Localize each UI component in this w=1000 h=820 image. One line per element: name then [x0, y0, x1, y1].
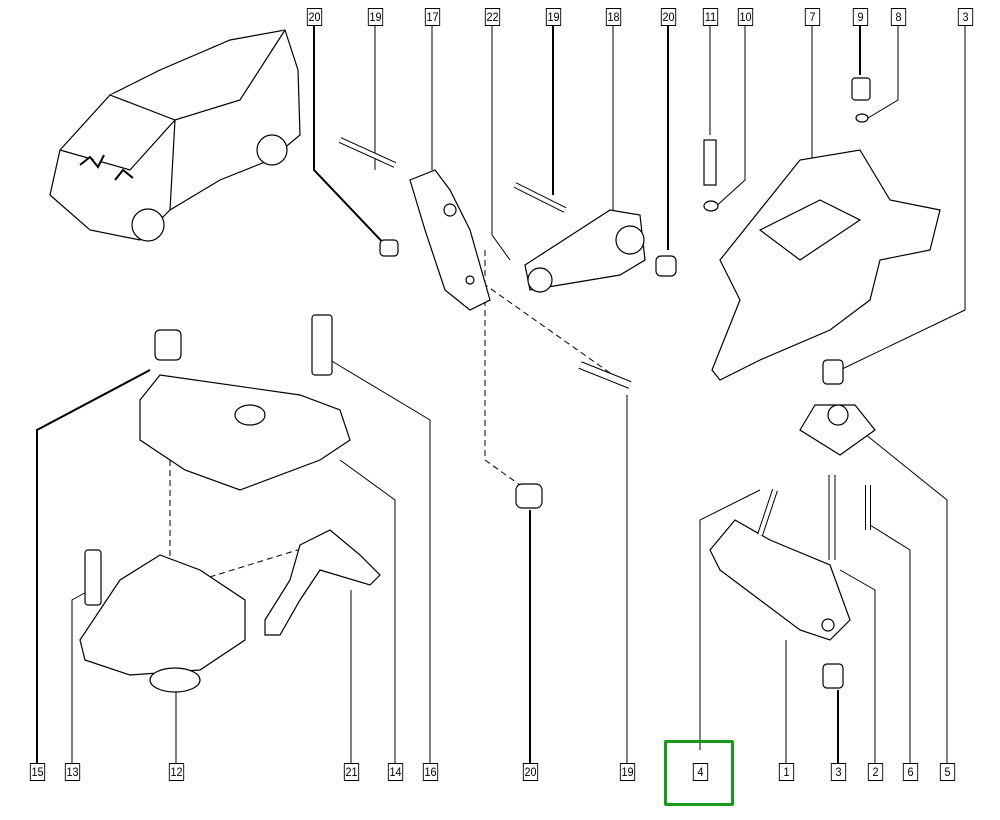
- part-torque-rod-18: [513, 182, 677, 389]
- callout-top_callouts-2[interactable]: 17: [424, 8, 441, 26]
- callout-top_callouts-1[interactable]: 19: [367, 8, 384, 26]
- callout-bottom_callouts-9[interactable]: 1: [778, 763, 795, 781]
- part-upper-mount-14: [139, 314, 351, 491]
- callout-top_callouts-12[interactable]: 3: [957, 8, 974, 26]
- callout-top_callouts-6[interactable]: 20: [660, 8, 677, 26]
- callout-top_callouts-4[interactable]: 19: [545, 8, 562, 26]
- part-lower-mount-12: [79, 549, 246, 693]
- callout-bottom_callouts-6[interactable]: 20: [522, 763, 539, 781]
- callout-top_callouts-0[interactable]: 20: [306, 8, 323, 26]
- part-mount-5: [799, 359, 876, 456]
- callout-top_callouts-5[interactable]: 18: [605, 8, 622, 26]
- callout-bottom_callouts-10[interactable]: 3: [830, 763, 847, 781]
- part-bracket-17: [338, 137, 491, 311]
- callout-bottom_callouts-7[interactable]: 19: [619, 763, 636, 781]
- selected-callout-highlight: [664, 740, 734, 806]
- leader-lines: [36, 26, 966, 763]
- callout-bottom_callouts-12[interactable]: 6: [902, 763, 919, 781]
- part-support-7: [703, 77, 941, 381]
- vehicle-illustration: [49, 29, 301, 242]
- callout-bottom_callouts-2[interactable]: 12: [168, 763, 185, 781]
- callout-bottom_callouts-4[interactable]: 14: [387, 763, 404, 781]
- callout-top_callouts-3[interactable]: 22: [484, 8, 501, 26]
- part-bracket-1: [709, 475, 871, 689]
- callout-top_callouts-7[interactable]: 11: [702, 8, 719, 26]
- callout-top_callouts-11[interactable]: 8: [890, 8, 907, 26]
- callout-bottom_callouts-0[interactable]: 15: [29, 763, 46, 781]
- callout-top_callouts-9[interactable]: 7: [804, 8, 821, 26]
- callout-bottom_callouts-1[interactable]: 13: [64, 763, 81, 781]
- callout-bottom_callouts-11[interactable]: 2: [867, 763, 884, 781]
- callout-bottom_callouts-8[interactable]: 4: [692, 763, 709, 781]
- part-bracket-21: [264, 483, 543, 636]
- callout-top_callouts-8[interactable]: 10: [737, 8, 754, 26]
- callout-bottom_callouts-13[interactable]: 5: [939, 763, 956, 781]
- callout-bottom_callouts-5[interactable]: 16: [422, 763, 439, 781]
- callout-top_callouts-10[interactable]: 9: [852, 8, 869, 26]
- callout-bottom_callouts-3[interactable]: 21: [343, 763, 360, 781]
